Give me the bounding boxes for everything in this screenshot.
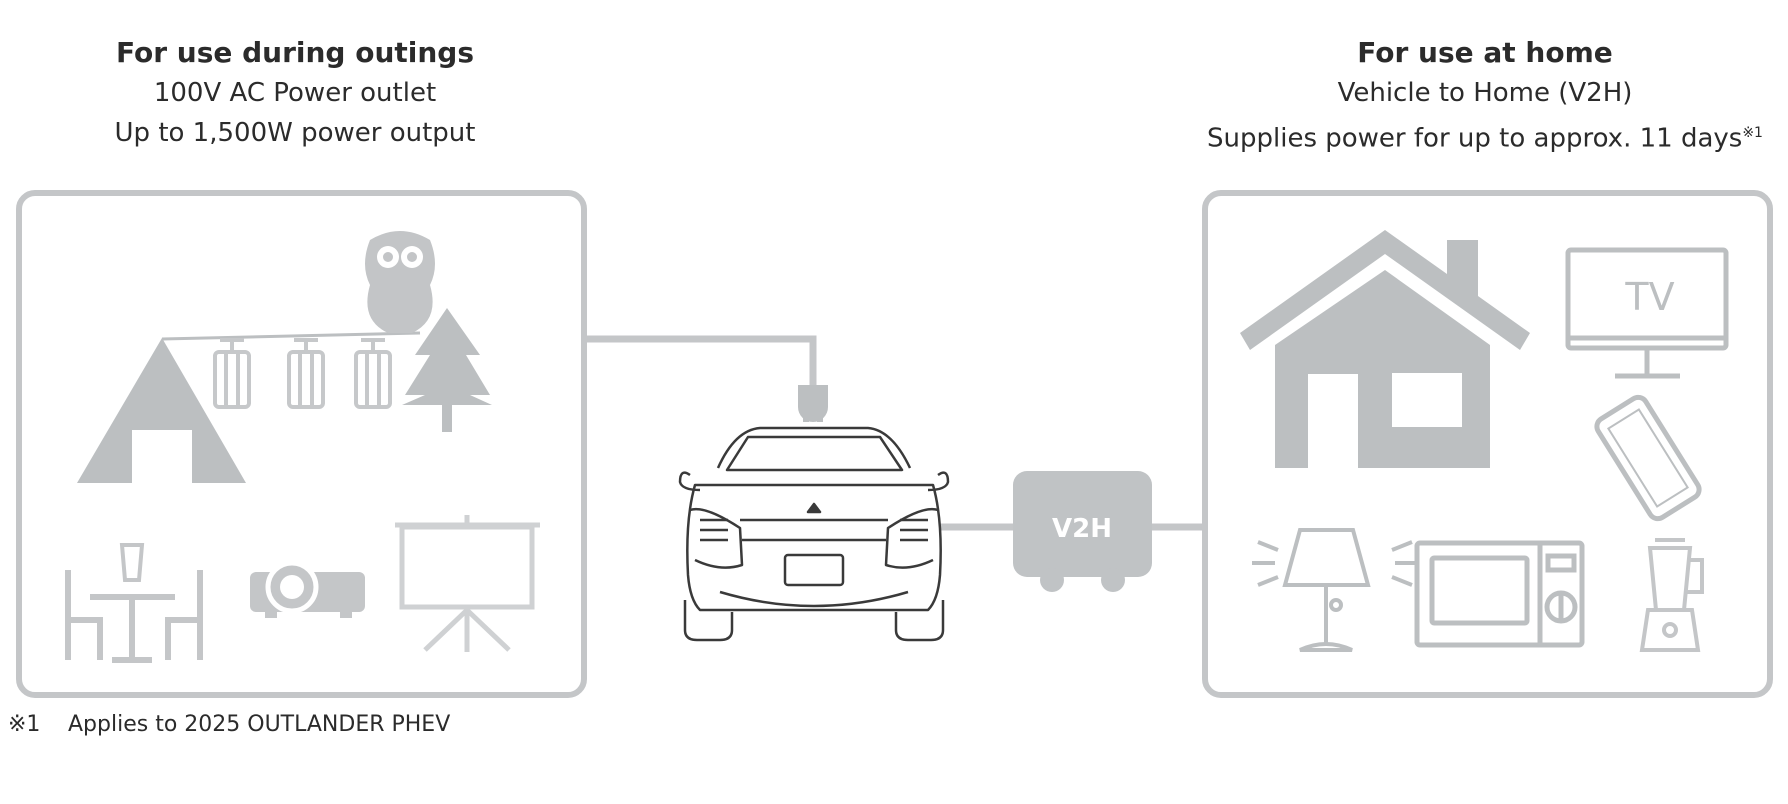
v2h-unit: V2H [1013, 471, 1152, 592]
car-icon [678, 426, 950, 642]
home-line-2-text: Supplies power for up to approx. 11 days [1207, 123, 1743, 154]
home-frame [1202, 190, 1773, 698]
outings-line-1: 100V AC Power outlet [153, 78, 437, 108]
outings-title-block: For use during outings 100V AC Power out… [40, 33, 550, 153]
footnote-marker: ※1 [8, 712, 41, 737]
smartphone-icon [1594, 394, 1702, 522]
owl-icon [365, 231, 435, 333]
lantern-icon [354, 338, 392, 409]
tent-icon [77, 338, 246, 483]
table-chairs-icon [65, 543, 203, 663]
home-heading: For use at home [1357, 36, 1613, 69]
home-line-2-note: ※1 [1742, 125, 1763, 141]
outings-line-2: Up to 1,500W power output [114, 118, 476, 148]
string-lights-cable [161, 331, 421, 341]
plug-icon [798, 385, 828, 422]
house-icon [1240, 230, 1530, 468]
projector-icon [250, 560, 365, 618]
projection-screen-icon [395, 515, 540, 652]
home-line-1: Vehicle to Home (V2H) [1337, 78, 1633, 108]
footnote: ※1 Applies to 2025 OUTLANDER PHEV [8, 712, 450, 737]
v2h-label: V2H [1052, 514, 1112, 544]
lamp-icon [1252, 528, 1418, 652]
lantern-icon [213, 338, 251, 409]
outings-heading: For use during outings [115, 36, 475, 69]
home-title-block: For use at home Vehicle to Home (V2H) Su… [1190, 33, 1780, 159]
lantern-icon [287, 338, 325, 409]
blender-icon [1639, 538, 1704, 652]
footnote-text: Applies to 2025 OUTLANDER PHEV [68, 712, 451, 737]
tv-icon: TV [1565, 247, 1729, 379]
tv-label: TV [1624, 275, 1674, 319]
tree-icon [402, 308, 492, 432]
home-line-2: Supplies power for up to approx. 11 days… [1190, 113, 1780, 159]
microwave-icon [1414, 540, 1585, 648]
outing-cable [584, 335, 817, 385]
outings-frame [16, 190, 587, 698]
